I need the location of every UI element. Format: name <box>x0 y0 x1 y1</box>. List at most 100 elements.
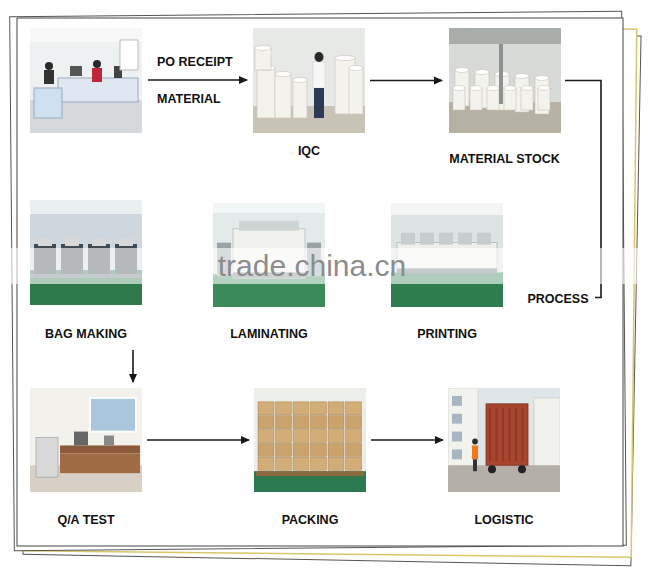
roll-top <box>255 46 271 51</box>
roll-top <box>455 68 469 73</box>
step-caption: PRINTING <box>417 327 477 342</box>
material-roll <box>255 48 271 70</box>
bench-cabinet <box>60 453 140 473</box>
process-step: LOGISTIC <box>448 388 560 528</box>
carton <box>328 416 344 429</box>
flow-note: MATERIAL <box>157 92 221 107</box>
office-worker <box>92 68 102 82</box>
sky <box>448 388 560 492</box>
carton <box>276 430 292 443</box>
flow-arrow <box>148 79 247 81</box>
material-roll <box>349 68 363 114</box>
print-unit <box>458 233 472 245</box>
material-roll <box>535 78 549 114</box>
worker-shirt <box>313 62 325 88</box>
container-rib <box>502 408 504 461</box>
roll-top <box>470 86 482 91</box>
office-worker <box>44 70 54 84</box>
print-unit <box>420 233 434 245</box>
print-unit <box>401 233 415 245</box>
carton <box>293 430 309 443</box>
flow-connector <box>132 350 134 382</box>
material-roll <box>521 88 533 110</box>
carton <box>276 457 292 470</box>
roll-top <box>475 70 489 75</box>
laminator-top <box>239 221 299 231</box>
print-unit <box>439 233 453 245</box>
material-roll <box>453 88 465 110</box>
container-rib <box>509 408 511 461</box>
machine-top <box>65 238 79 246</box>
worker <box>472 445 478 459</box>
watermark-band: trade.china.cn <box>0 248 648 284</box>
office-photo <box>30 28 142 133</box>
step-photo <box>448 388 560 492</box>
wall <box>254 388 366 492</box>
material-roll <box>538 88 550 110</box>
photo-illustration <box>449 28 561 133</box>
truck-wheel <box>518 465 526 473</box>
test-instrument <box>104 436 114 446</box>
worker-head <box>315 52 324 62</box>
carton <box>293 402 309 415</box>
photo-illustration <box>253 28 365 133</box>
worker-pants <box>314 88 324 118</box>
office-worker-head <box>45 62 53 70</box>
material-roll <box>504 88 516 110</box>
process-label: PROCESS <box>525 288 591 307</box>
floor <box>254 471 366 492</box>
carton <box>258 443 274 456</box>
carton <box>346 443 362 456</box>
roll-top <box>538 86 550 91</box>
photo-illustration <box>448 388 560 492</box>
container-rib <box>515 408 517 461</box>
building-window <box>452 396 462 406</box>
roll-top <box>349 66 363 71</box>
ceiling <box>391 203 503 215</box>
step-caption: LAMINATING <box>230 327 308 342</box>
roll-top <box>293 78 307 83</box>
carton <box>311 430 327 443</box>
carton <box>346 457 362 470</box>
machine-top <box>38 238 52 246</box>
roll-top <box>487 86 499 91</box>
photo-illustration <box>254 388 366 492</box>
carton <box>293 457 309 470</box>
shipping-container <box>486 404 528 465</box>
carton <box>258 457 274 470</box>
flow-connector <box>147 439 249 441</box>
step-photo <box>449 28 561 133</box>
carton <box>346 402 362 415</box>
office-wall <box>30 28 142 133</box>
ground <box>448 465 560 492</box>
step-caption: PROCESS <box>527 292 588 307</box>
material-roll <box>487 88 499 110</box>
carton <box>311 402 327 415</box>
worker-legs <box>473 459 477 471</box>
process-step: MATERIAL STOCK <box>447 28 562 167</box>
flow-connector <box>370 80 442 82</box>
material-roll <box>275 74 291 118</box>
carton <box>328 402 344 415</box>
carton <box>311 443 327 456</box>
ceiling <box>213 203 325 213</box>
carton <box>276 443 292 456</box>
roll-top <box>453 86 465 91</box>
pallet <box>256 471 364 476</box>
step-photo <box>254 388 366 492</box>
step-caption: IQC <box>298 144 320 159</box>
roll-top <box>275 72 291 77</box>
carton <box>328 443 344 456</box>
carton <box>258 402 274 415</box>
worker-head <box>472 439 478 445</box>
lab-bench <box>60 445 140 453</box>
office-desk <box>34 88 62 118</box>
photo-illustration <box>30 388 142 492</box>
ceiling <box>30 200 142 214</box>
carton <box>346 430 362 443</box>
carton <box>276 416 292 429</box>
container-rib <box>489 408 491 461</box>
print-unit <box>477 233 491 245</box>
carton <box>346 416 362 429</box>
